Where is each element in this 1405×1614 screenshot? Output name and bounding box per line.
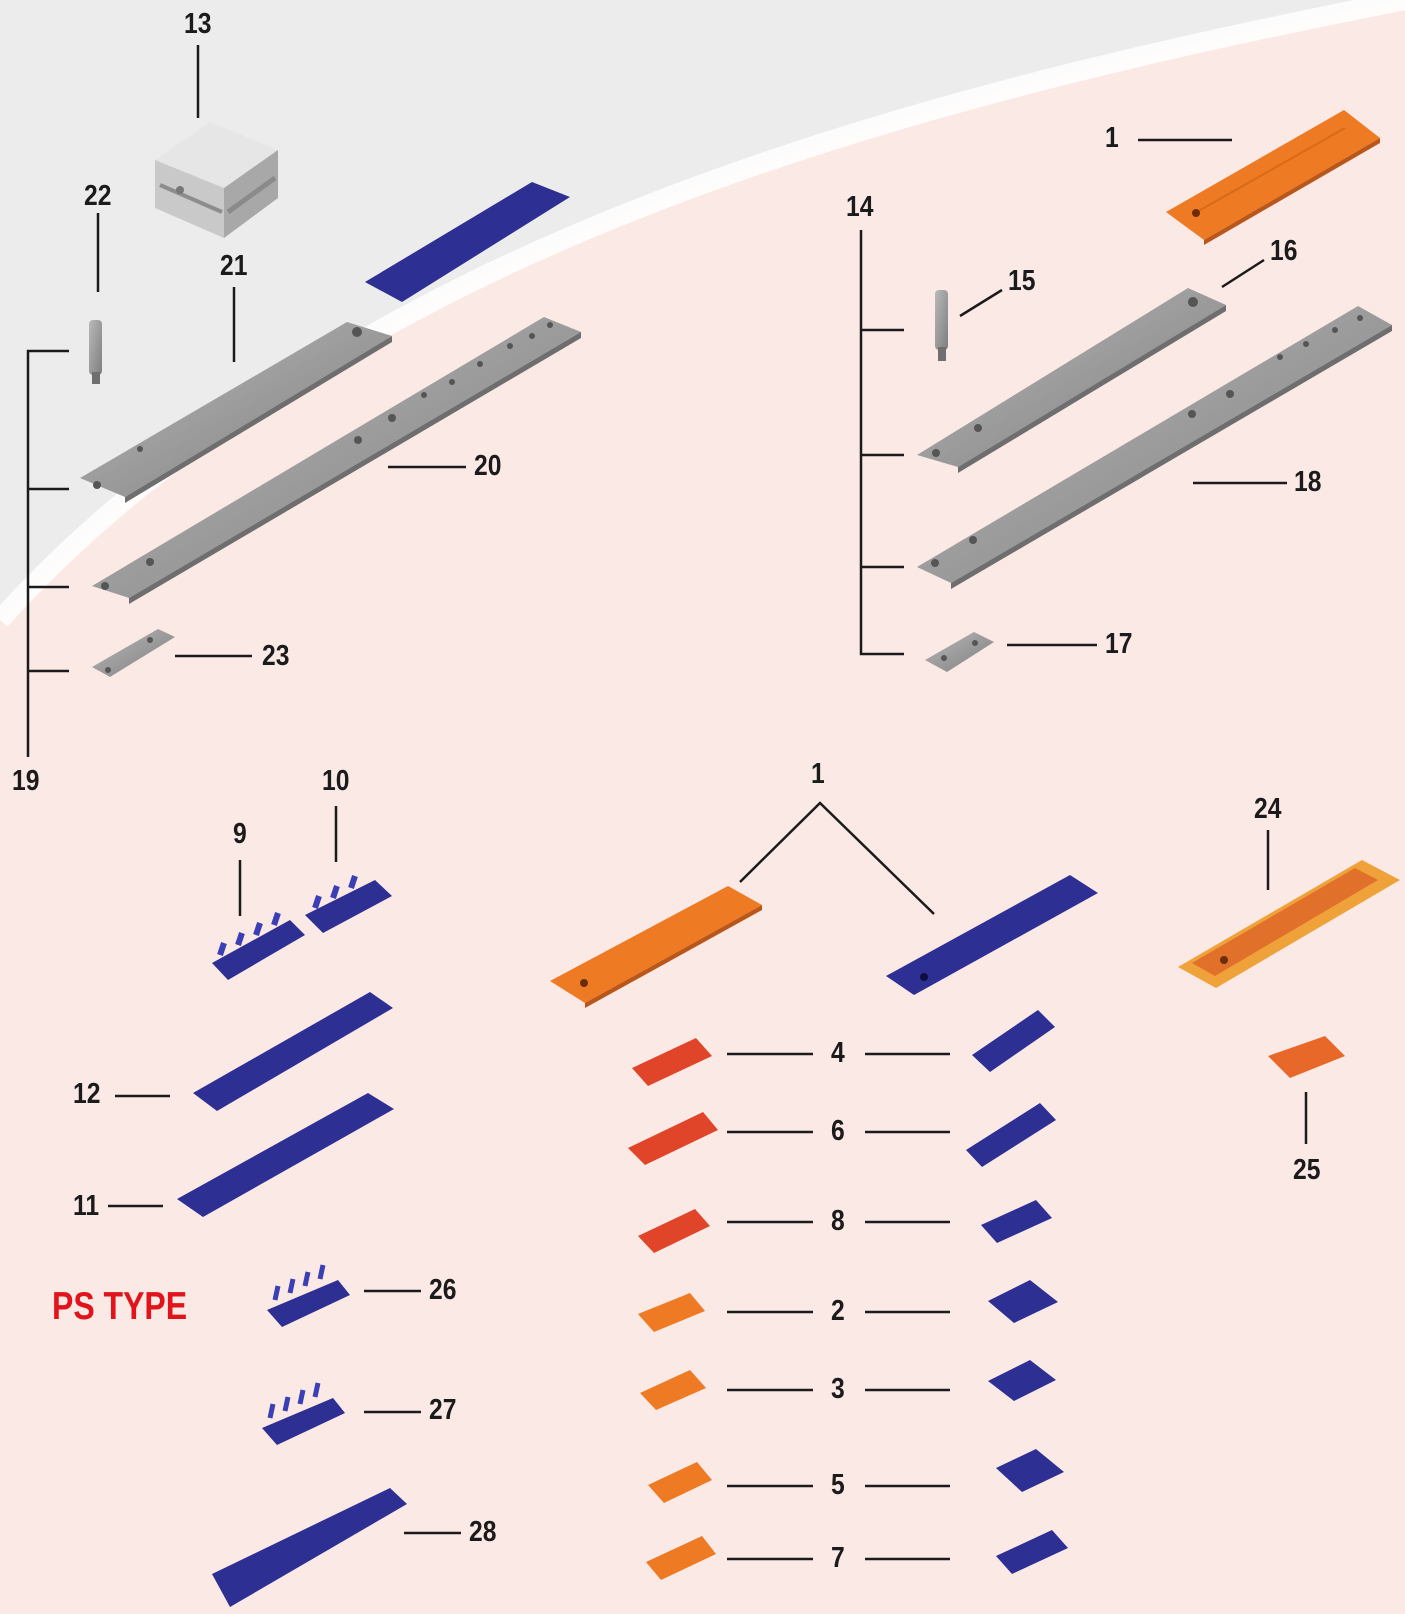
connector-row-5 xyxy=(648,1449,1064,1503)
label-23: 23 xyxy=(262,640,290,672)
label-16: 16 xyxy=(1270,235,1298,267)
blue-connector-9 xyxy=(212,912,305,980)
connector-row-2 xyxy=(638,1280,1058,1332)
blue-connector-10 xyxy=(305,875,392,933)
label-8: 8 xyxy=(831,1205,845,1237)
blue-connector-27 xyxy=(262,1382,345,1445)
connector-row-7 xyxy=(646,1530,1068,1580)
label-14: 14 xyxy=(846,191,874,223)
label-19: 19 xyxy=(12,765,40,797)
label-2: 2 xyxy=(831,1295,845,1327)
orange-clip-25 xyxy=(1268,1036,1345,1078)
label-22: 22 xyxy=(84,180,112,212)
label-7: 7 xyxy=(831,1542,845,1574)
label-27: 27 xyxy=(429,1394,457,1426)
orange-plate-mid xyxy=(550,886,762,1008)
label-28: 28 xyxy=(469,1516,497,1548)
label-17: 17 xyxy=(1105,628,1133,660)
label-1-top: 1 xyxy=(1105,122,1119,154)
leader-lines-mid xyxy=(727,801,950,1561)
long-steel-plate-right xyxy=(917,306,1392,589)
label-3: 3 xyxy=(831,1373,845,1405)
connector-row-6 xyxy=(628,1103,1056,1167)
background-swoosh xyxy=(0,0,1405,620)
blue-strip-11 xyxy=(177,1093,394,1217)
ps-type-title: PS TYPE xyxy=(52,1285,188,1328)
leader-lines-ps xyxy=(108,806,461,1535)
blue-strip-12 xyxy=(193,992,393,1111)
label-12: 12 xyxy=(73,1078,101,1110)
label-1-mid: 1 xyxy=(811,758,825,790)
label-10: 10 xyxy=(322,765,350,797)
blue-strip-top xyxy=(365,182,570,302)
label-4: 4 xyxy=(831,1037,845,1069)
label-6: 6 xyxy=(831,1115,845,1147)
background-swoosh-edge xyxy=(0,0,1405,627)
aluminium-carrier-block xyxy=(155,122,278,238)
leader-lines-right-bottom xyxy=(1266,830,1308,1144)
guide-pin-left xyxy=(89,320,102,384)
orange-plate-top xyxy=(1166,110,1380,245)
guide-pin-right xyxy=(935,290,948,361)
label-24: 24 xyxy=(1254,793,1282,825)
label-26: 26 xyxy=(429,1274,457,1306)
connector-row-8 xyxy=(638,1200,1052,1253)
label-9: 9 xyxy=(233,818,247,850)
short-steel-plate-right xyxy=(917,288,1226,473)
connector-row-4 xyxy=(632,1010,1055,1086)
small-steel-block-right xyxy=(925,632,994,672)
blue-connector-26 xyxy=(267,1264,350,1327)
label-13: 13 xyxy=(184,8,212,40)
label-5: 5 xyxy=(831,1469,845,1501)
label-18: 18 xyxy=(1294,466,1322,498)
label-11: 11 xyxy=(73,1190,100,1222)
label-21: 21 xyxy=(220,250,248,282)
leader-lines-right xyxy=(859,138,1287,656)
label-15: 15 xyxy=(1008,265,1036,297)
blue-strip-28 xyxy=(212,1488,407,1607)
connector-row-3 xyxy=(640,1360,1056,1410)
short-steel-plate xyxy=(80,322,392,503)
long-steel-plate xyxy=(92,317,581,604)
label-25: 25 xyxy=(1293,1154,1321,1186)
label-20: 20 xyxy=(474,450,502,482)
leader-lines-left xyxy=(26,45,466,757)
small-steel-block-left xyxy=(92,629,175,677)
blue-plate-mid xyxy=(886,875,1098,995)
orange-plate-24 xyxy=(1178,860,1400,988)
